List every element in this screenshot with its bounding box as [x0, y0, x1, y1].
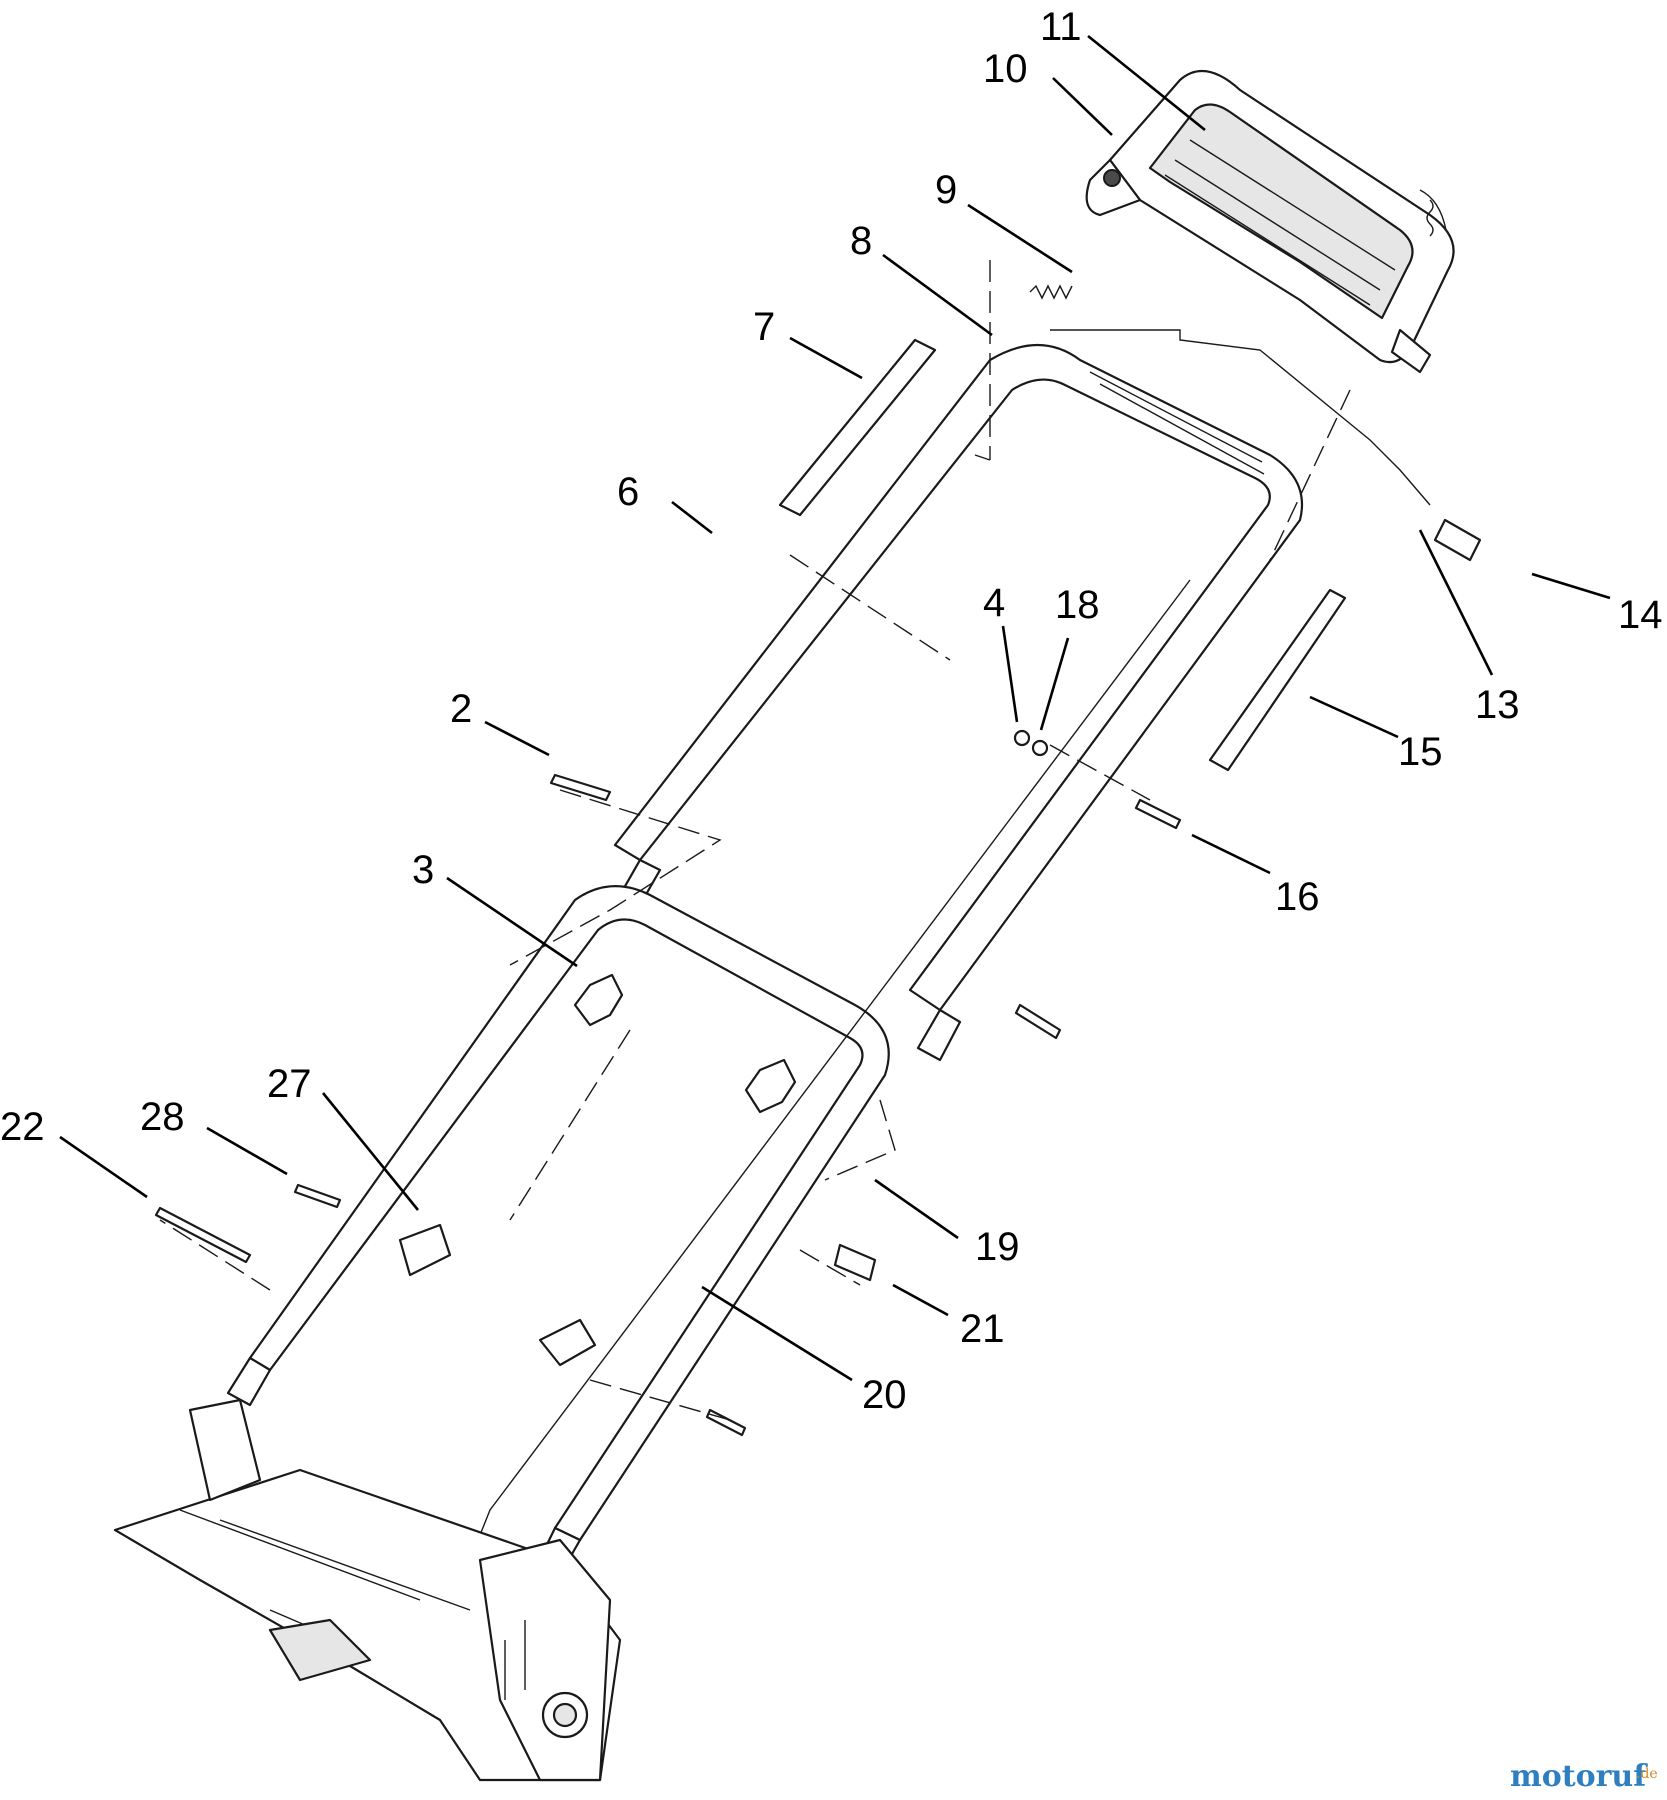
handle-insert-15: [1208, 588, 1347, 772]
callout-22: 22: [0, 1105, 45, 1149]
mower-deck: [113, 1398, 622, 1782]
clip-21: [833, 1243, 877, 1282]
callout-21: 21: [960, 1307, 1005, 1351]
callout-14: 14: [1618, 593, 1663, 637]
callout-16: 16: [1275, 875, 1320, 919]
callout-11: 11: [1040, 5, 1082, 49]
callout-10: 10: [983, 47, 1028, 91]
control-rod: [1050, 329, 1431, 506]
nut-4: [1013, 729, 1031, 747]
callout-9: 9: [935, 168, 957, 212]
watermark-brand: motoruf: [1510, 1759, 1648, 1794]
callout-27: 27: [267, 1062, 312, 1106]
callout-labels: 11 10 9 8 7 6 4 18 14 13 15 2 16 3 27 28…: [0, 5, 1663, 1417]
bolt-2: [549, 773, 612, 802]
callout-2: 2: [450, 687, 472, 731]
callout-19: 19: [975, 1225, 1020, 1269]
watermark-logo: motoruf .de: [1510, 1759, 1658, 1794]
control-cable: [469, 579, 1191, 1561]
callout-8: 8: [850, 219, 872, 263]
bolt-28: [293, 1183, 342, 1209]
callout-18: 18: [1055, 583, 1100, 627]
callout-28: 28: [140, 1095, 185, 1139]
callout-13: 13: [1475, 683, 1520, 727]
lower-handle: [226, 885, 890, 1577]
handle-insert-7: [778, 338, 937, 517]
bushing-14: [1433, 518, 1482, 562]
callout-3: 3: [412, 848, 434, 892]
washer-18: [1031, 739, 1049, 757]
rod-22: [154, 1206, 252, 1264]
callout-7: 7: [753, 305, 775, 349]
knob-lower: [538, 1318, 597, 1367]
callout-6: 6: [617, 470, 639, 514]
callout-20: 20: [862, 1373, 907, 1417]
callout-15: 15: [1398, 730, 1443, 774]
spring-9: [1029, 284, 1073, 300]
handle-grip: [1085, 70, 1455, 374]
watermark-suffix: .de: [1636, 1766, 1658, 1782]
leader-lines: [59, 34, 1611, 1382]
knob-3: [573, 973, 624, 1027]
bolt-mid: [1014, 1003, 1062, 1040]
bolt-16: [1134, 798, 1182, 830]
bracket-27: [398, 1223, 452, 1277]
callout-4: 4: [983, 581, 1005, 625]
knob-upper: [744, 1058, 797, 1114]
bolt-lower: [705, 1408, 747, 1437]
